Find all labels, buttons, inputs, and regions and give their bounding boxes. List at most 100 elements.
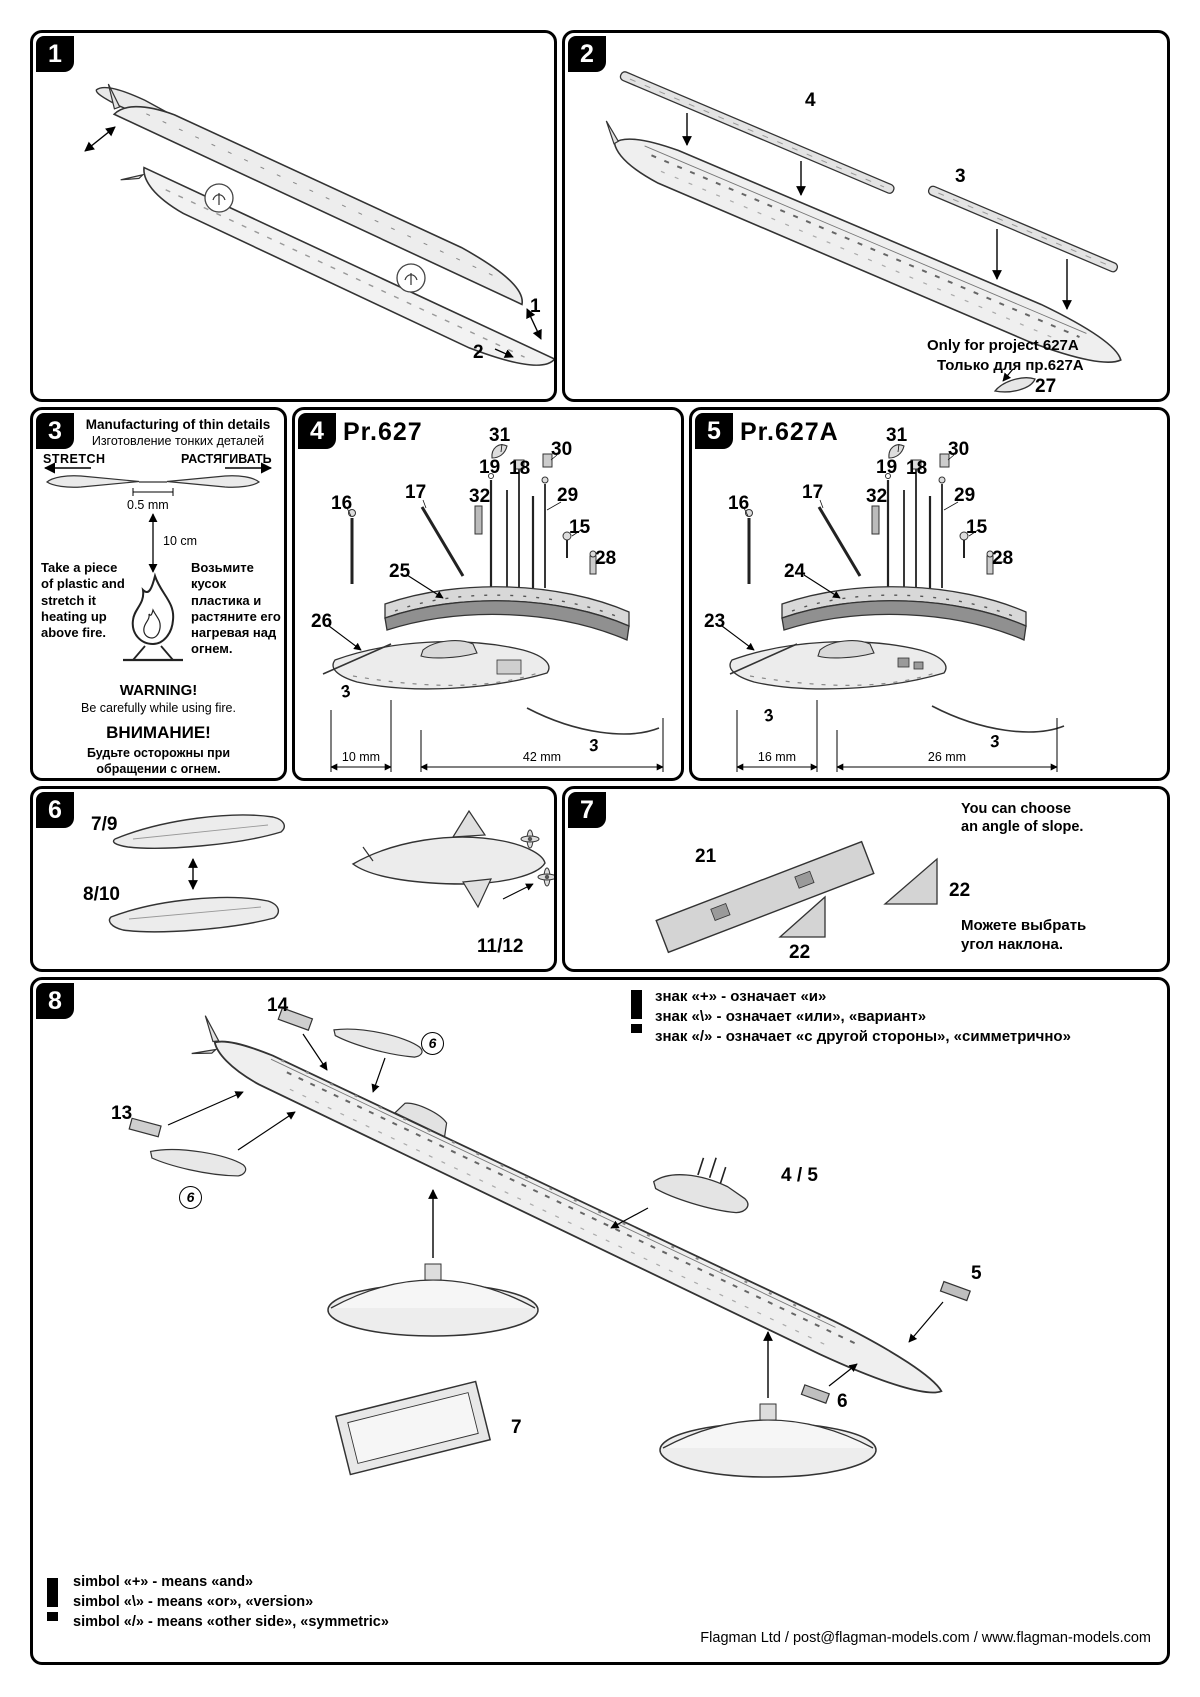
leader-arrow — [828, 1363, 858, 1387]
slope-note-ru-line1: Можете выбрать — [961, 917, 1087, 934]
legend-line2: simbol «\» - means «or», «version» — [73, 1594, 314, 1610]
dimension-label: 26 mm — [927, 750, 967, 764]
part-callout-4: 4 — [805, 90, 816, 111]
mast-parts — [348, 444, 597, 588]
flame-icon — [123, 572, 183, 662]
part-27 — [993, 377, 1036, 393]
part-callout-24: 24 — [784, 561, 806, 582]
part-callout-17: 17 — [405, 482, 427, 503]
step-4-drawing — [322, 443, 664, 772]
part-callout-7-9: 7/9 — [91, 814, 118, 835]
part-5 — [939, 1280, 971, 1302]
legend-line3: simbol «/» - means «other side», «symmet… — [73, 1614, 389, 1630]
dimension-label: 16 mm — [757, 750, 797, 764]
part-callout-6: 6 — [837, 1391, 848, 1412]
dimension-label: 10 mm — [341, 750, 381, 764]
leader-arrow — [237, 1111, 296, 1151]
part-callout-23: 23 — [704, 611, 726, 632]
warning-text-ru: Будьте осторожны при обращении с огнем. — [86, 746, 231, 777]
part-callout-11-12: 11/12 — [477, 936, 524, 957]
sprue-pieces — [729, 643, 1065, 733]
part-callout-31: 31 — [886, 425, 908, 446]
wedge-part-22 — [883, 857, 938, 905]
dimension-label: 42 mm — [522, 750, 562, 764]
part-callout-28: 28 — [992, 548, 1014, 569]
part-callout-15: 15 — [966, 517, 988, 538]
part-callout-27: 27 — [1035, 376, 1057, 397]
leader-arrow — [167, 1091, 244, 1126]
leader-arrow — [803, 574, 841, 599]
leader-lines — [743, 443, 1004, 563]
display-stand — [327, 1189, 539, 1337]
part-callout-25: 25 — [389, 561, 411, 582]
publisher-footer: Flagman Ltd / post@flagman-models.com / … — [700, 1630, 1151, 1646]
nameplate-part-7 — [334, 1380, 492, 1476]
part-callout-2: 2 — [473, 342, 484, 363]
leader-arrow — [610, 1207, 649, 1229]
part-callout-31: 31 — [489, 425, 511, 446]
part-callout-29: 29 — [954, 485, 976, 506]
detail-magnifier-circle — [396, 263, 426, 293]
part-13 — [128, 1117, 162, 1138]
exclamation-icon — [47, 1578, 58, 1621]
sign-note-line2: знак «\» - означает «или», «вариант» — [655, 1008, 927, 1025]
sail-part-45 — [652, 1157, 749, 1214]
part-14 — [277, 1007, 314, 1031]
part-callout-28: 28 — [595, 548, 617, 569]
note-only-project-ru: Только для пр.627А — [937, 357, 1084, 374]
stabilizer-fin-part-810 — [108, 896, 280, 933]
part-callout-26: 26 — [311, 611, 333, 632]
step-1-drawing — [84, 83, 554, 366]
step-2-panel: 2 4 3 27 Only for project 627A Только дл… — [562, 30, 1170, 402]
sign-note-line1: знак «+» - означает «и» — [655, 988, 827, 1005]
step-4-panel: 4 — [292, 407, 684, 781]
part-callout-22: 22 — [789, 942, 811, 963]
part-callout-1: 1 — [530, 296, 541, 317]
stern-assembly-part — [351, 809, 546, 909]
dimension-lines — [736, 700, 1058, 772]
instruction-text-ru: Возьмите кусок пластика и растяните его … — [191, 560, 281, 657]
hull-piece-part-26 — [332, 640, 550, 690]
part-callout-30: 30 — [551, 439, 573, 460]
step-3-panel: 3 Manufacturing of thin details Изготовл… — [30, 407, 287, 781]
sign-note-line3: знак «/» - означает «с другой стороны», … — [655, 1028, 1071, 1045]
note-only-project-en: Only for project 627A — [927, 337, 1079, 354]
leader-lines — [346, 443, 607, 563]
part-callout-19: 19 — [479, 457, 501, 478]
part-callout-19: 19 — [876, 457, 898, 478]
deck-casing-part-25 — [384, 586, 630, 641]
display-stand — [659, 1331, 877, 1478]
propeller-part — [520, 829, 540, 849]
sprue-pieces — [322, 643, 660, 735]
step-number-badge: 3 — [36, 413, 74, 449]
project-title: Pr.627A — [740, 418, 839, 446]
warning-title-ru: ВНИМАНИЕ! — [106, 723, 211, 742]
slope-note-en-line2: an angle of slope. — [961, 819, 1084, 835]
leader-arrow — [502, 883, 534, 900]
part-callout-6-circled: 6 — [421, 1032, 444, 1055]
legend-line1: simbol «+» - means «and» — [73, 1574, 254, 1590]
part-callout-8-10: 8/10 — [83, 884, 120, 905]
step-1-panel: 1 1 2 — [30, 30, 557, 402]
part-callout-18: 18 — [509, 458, 531, 479]
step-number-badge: 4 — [298, 413, 336, 449]
step-number-badge: 7 — [568, 792, 606, 828]
step-number-badge: 2 — [568, 36, 606, 72]
stern-plane-part-6 — [149, 1148, 247, 1177]
thin-section-bracket — [132, 488, 174, 496]
wedge-part-22 — [778, 895, 826, 938]
step-7-drawing — [655, 840, 938, 954]
step-8-panel: 8 — [30, 977, 1170, 1665]
slope-note-ru-line2: угол наклона. — [961, 936, 1064, 953]
step-7-panel: 7 21 22 22 You can choose an angle of sl… — [562, 786, 1170, 972]
deck-strip-part-4 — [619, 71, 895, 194]
stretch-diagram — [43, 462, 273, 662]
hull-piece-part-23 — [729, 640, 947, 690]
attach-arrow — [84, 126, 116, 152]
join-arrow — [526, 308, 542, 340]
project-title: Pr.627 — [343, 418, 423, 446]
part-callout-13: 13 — [111, 1103, 133, 1124]
stern-plane-part-6 — [333, 1028, 423, 1058]
instruction-text-en: Take a piece of plastic and stretch it h… — [41, 560, 125, 640]
leader-arrow — [1002, 368, 1014, 382]
